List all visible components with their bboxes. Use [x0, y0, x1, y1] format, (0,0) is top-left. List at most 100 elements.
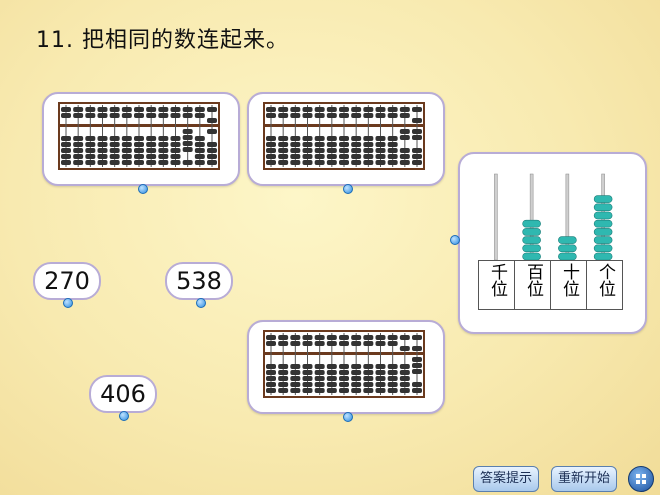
abacus-bead — [290, 364, 301, 369]
connect-dot-place-value[interactable] — [450, 235, 460, 245]
abacus-bead — [326, 388, 337, 393]
counting-bead — [522, 228, 541, 236]
abacus-bead — [194, 154, 205, 159]
counting-bead — [593, 228, 613, 236]
abacus-bead — [158, 148, 169, 153]
question-title: 11. 把相同的数连起来。 — [36, 28, 289, 53]
abacus-bead — [278, 376, 289, 381]
connect-dot-abacus-1[interactable] — [138, 184, 148, 194]
abacus-bead — [109, 113, 120, 118]
abacus-bead — [351, 160, 362, 165]
abacus-bead — [314, 376, 325, 381]
abacus-bead — [412, 369, 422, 374]
abacus-bead — [326, 341, 337, 346]
abacus-bead — [399, 370, 410, 375]
abacus-bead — [97, 113, 108, 118]
counting-bead — [558, 244, 577, 253]
abacus-bead — [326, 107, 337, 112]
abacus-bead — [339, 154, 349, 159]
abacus-bead — [121, 136, 132, 141]
hint-button[interactable]: 答案提示 — [473, 466, 539, 492]
abacus-bead — [399, 154, 410, 159]
abacus-bead — [326, 148, 337, 153]
abacus-bead — [97, 160, 108, 165]
abacus-bead — [121, 113, 132, 118]
abacus-bead — [314, 148, 325, 153]
restart-button[interactable]: 重新开始 — [551, 466, 617, 492]
abacus-bead — [278, 142, 289, 147]
abacus-bead — [375, 142, 386, 147]
connect-dot-abacus-3[interactable] — [343, 412, 353, 422]
abacus-bead — [302, 382, 313, 387]
connect-dot-abacus-2[interactable] — [343, 184, 353, 194]
menu-grid-button[interactable] — [628, 466, 654, 492]
abacus-bead — [363, 388, 374, 393]
counting-bead — [558, 236, 577, 244]
abacus-bead — [290, 376, 301, 381]
abacus-bead — [109, 160, 120, 165]
abacus-bead — [170, 154, 181, 159]
abacus-bead — [97, 136, 108, 141]
abacus-bead — [266, 376, 276, 381]
abacus-bead — [363, 148, 374, 153]
grid-icon — [636, 474, 646, 484]
abacus-bead — [375, 335, 386, 340]
abacus-bead — [146, 113, 157, 118]
abacus-bead — [412, 357, 422, 362]
abacus-bead — [314, 388, 325, 393]
abacus-bead — [314, 160, 325, 165]
abacus-bead — [363, 136, 374, 141]
connect-dot-406[interactable] — [119, 411, 129, 421]
abacus-bead — [61, 154, 71, 159]
abacus-bead — [314, 335, 325, 340]
abacus-bead — [399, 160, 410, 165]
abacus-bead — [266, 154, 276, 159]
number-card-538[interactable]: 538 — [165, 262, 233, 300]
abacus-bead — [194, 107, 205, 112]
abacus-bead — [134, 113, 144, 118]
abacus-bead — [363, 113, 374, 118]
abacus-bead — [375, 382, 386, 387]
abacus-bead — [290, 148, 301, 153]
abacus-bead — [339, 364, 349, 369]
abacus-bead — [73, 136, 84, 141]
abacus-bead — [302, 370, 313, 375]
number-card-270[interactable]: 270 — [33, 262, 101, 300]
abacus-bead — [61, 107, 71, 112]
abacus-bead — [412, 388, 422, 393]
abacus-bead — [302, 341, 313, 346]
abacus-bead — [134, 136, 144, 141]
label-tens: 十位 — [551, 261, 587, 309]
abacus-bead — [278, 160, 289, 165]
abacus-bead — [207, 154, 217, 159]
abacus-bead — [412, 160, 422, 165]
abacus-bead — [339, 136, 349, 141]
connect-dot-270[interactable] — [63, 298, 73, 308]
abacus-bead — [170, 160, 181, 165]
abacus-bead — [351, 107, 362, 112]
abacus-bead — [73, 148, 84, 153]
label-hundreds: 百位 — [515, 261, 551, 309]
abacus-bead — [73, 154, 84, 159]
abacus-bead — [351, 376, 362, 381]
abacus-bead — [399, 346, 410, 351]
abacus-bead — [339, 113, 349, 118]
number-card-406[interactable]: 406 — [89, 375, 157, 413]
abacus-bead — [109, 154, 120, 159]
abacus-bead — [73, 107, 84, 112]
abacus-bead — [302, 136, 313, 141]
abacus-bead — [363, 160, 374, 165]
abacus-bead — [85, 154, 96, 159]
connect-dot-538[interactable] — [196, 298, 206, 308]
abacus-bead — [207, 142, 217, 147]
abacus-bead — [207, 160, 217, 165]
abacus-bead — [278, 382, 289, 387]
abacus-bead — [339, 376, 349, 381]
counting-bead — [522, 236, 541, 244]
abacus-bead — [278, 113, 289, 118]
abacus-bead — [351, 136, 362, 141]
abacus-bead — [314, 113, 325, 118]
abacus-bead — [363, 376, 374, 381]
abacus-bead — [146, 142, 157, 147]
abacus-bead — [302, 107, 313, 112]
